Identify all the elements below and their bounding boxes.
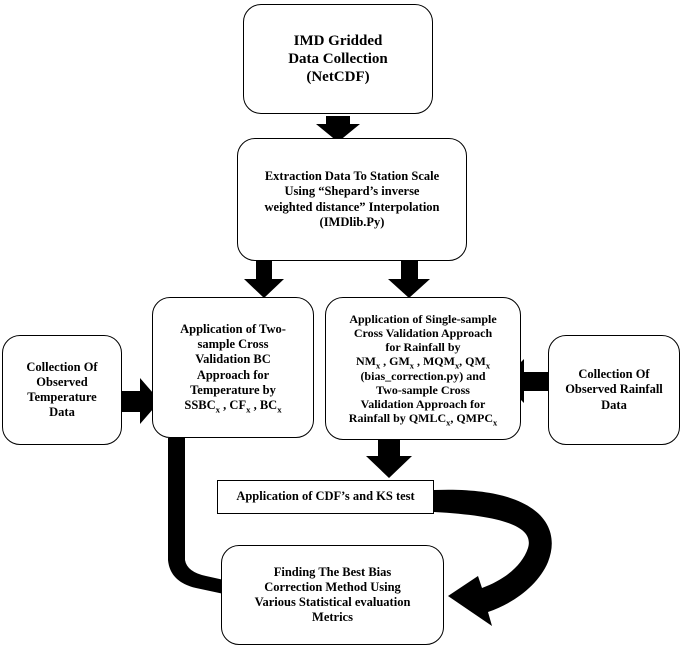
- subscript-x: x: [375, 361, 381, 371]
- method-nm: NM: [355, 354, 376, 369]
- node-observed-temperature-data: Collection Of Observed Temperature Data: [2, 335, 122, 445]
- rain-bc-text-2: (bias_correction.py) and Two-sample Cros…: [348, 368, 486, 425]
- node-cdf-ks-test: Application of CDF’s and KS test: [217, 480, 434, 514]
- node-imd-gridded-data-collection: IMD Gridded Data Collection (NetCDF): [243, 4, 433, 114]
- method-mqm: MQM: [422, 354, 455, 369]
- subscript-x: x: [454, 361, 460, 371]
- subscript-x: x: [277, 404, 282, 415]
- subscript-x: x: [446, 418, 451, 428]
- node-extraction-label: Extraction Data To Station Scale Using “…: [264, 169, 440, 229]
- arrow-cdf-to-best-method: [434, 489, 552, 626]
- node-best-method-label: Finding The Best Bias Correction Method …: [254, 564, 411, 625]
- rain-bc-text-1: Application of Single-sample Cross Valid…: [349, 311, 497, 355]
- subscript-x: x: [485, 361, 491, 371]
- arrow-rain-bc-to-cdf: [366, 440, 412, 478]
- node-observed-temperature-label: Collection Of Observed Temperature Data: [26, 359, 98, 420]
- node-observed-rainfall-data: Collection Of Observed Rainfall Data: [548, 335, 680, 445]
- temp-bc-methods: SSBCx , CFx , BCx: [184, 398, 282, 415]
- subscript-x: x: [409, 361, 414, 371]
- node-imd-gridded-label: IMD Gridded Data Collection (NetCDF): [288, 32, 388, 86]
- method-qmlc: QMLC: [408, 410, 447, 425]
- node-observed-rainfall-label: Collection Of Observed Rainfall Data: [565, 367, 663, 412]
- node-rainfall-bc-approach: Application of Single-sample Cross Valid…: [325, 297, 521, 440]
- method-ssbc: SSBC: [184, 398, 216, 412]
- method-gm: GM: [389, 354, 410, 369]
- node-temperature-bc-approach: Application of Two- sample Cross Validat…: [152, 297, 314, 438]
- node-cdf-ks-label: Application of CDF’s and KS test: [236, 489, 415, 504]
- rain-bc-methods: NMx , GMx , MQMx, QMx: [355, 354, 491, 371]
- arrow-imd-to-extraction: [316, 116, 360, 142]
- subscript-x: x: [493, 418, 498, 428]
- arrow-extraction-to-temp-bc: [244, 260, 284, 298]
- method-cf: CF: [229, 398, 247, 412]
- node-temperature-bc-label: Application of Two- sample Cross Validat…: [180, 322, 286, 414]
- method-qmpc: QMPC: [456, 410, 493, 425]
- subscript-x: x: [215, 404, 221, 415]
- node-extraction-station-scale: Extraction Data To Station Scale Using “…: [237, 138, 467, 261]
- node-best-bias-correction-method: Finding The Best Bias Correction Method …: [221, 545, 444, 645]
- method-bc: BC: [259, 398, 278, 412]
- method-qm: QM: [465, 354, 486, 369]
- arrow-observed-temp-to-temp-bc: [118, 378, 160, 424]
- node-rainfall-bc-label: Application of Single-sample Cross Valid…: [348, 311, 498, 428]
- subscript-x: x: [246, 404, 251, 415]
- temp-bc-text: Application of Two- sample Cross Validat…: [180, 321, 286, 397]
- arrow-extraction-to-rain-bc: [388, 260, 430, 298]
